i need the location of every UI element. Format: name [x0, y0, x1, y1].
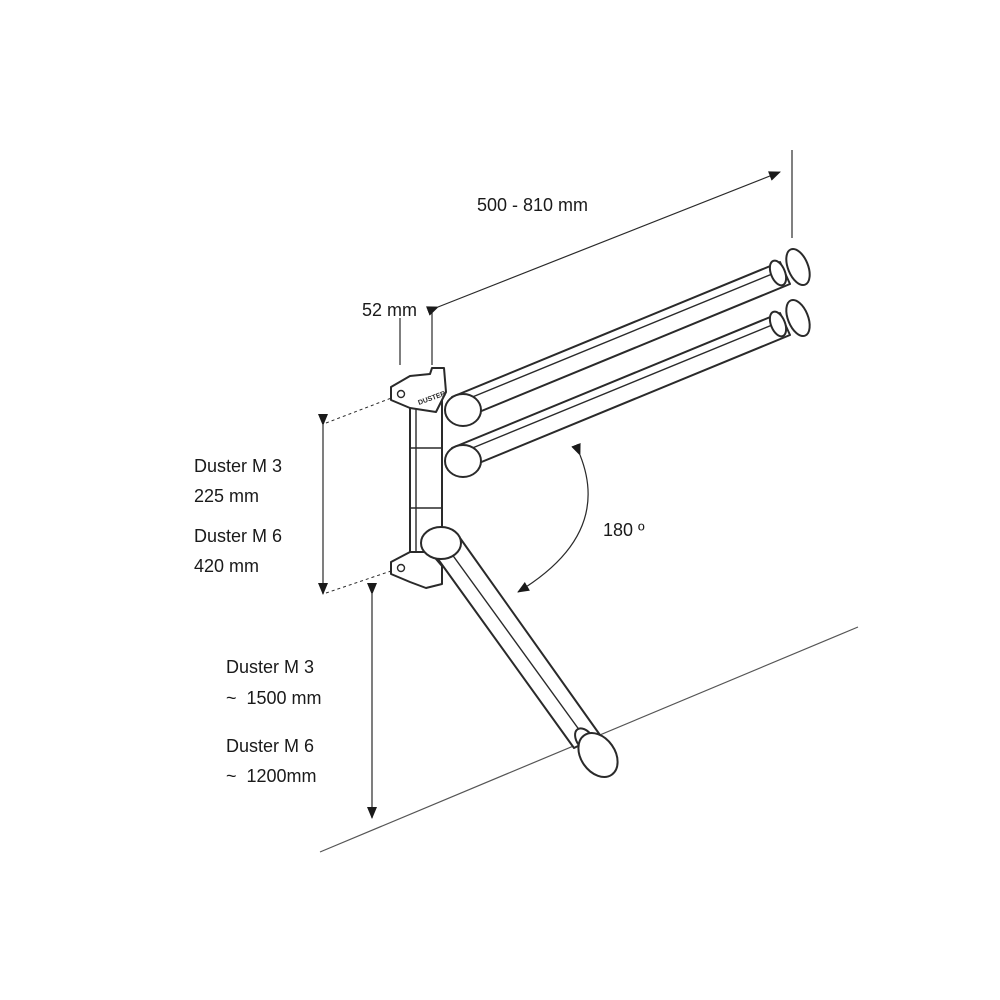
- extension-line-top: [325, 396, 395, 424]
- length-m3-model-label: Duster M 3: [226, 657, 315, 677]
- top-bracket: [390, 367, 447, 413]
- upper-arm: [444, 247, 811, 427]
- extension-line-bottom: [325, 569, 395, 594]
- rotation-label: 180 º: [603, 520, 645, 540]
- length-m6-value-label: ~ 1200mm: [226, 766, 317, 786]
- height-m6-value-label: 420 mm: [194, 556, 260, 576]
- height-m6-model-label: Duster M 6: [194, 526, 283, 546]
- height-m3-value-label: 225 mm: [194, 486, 260, 506]
- rotation-arc: [517, 442, 589, 593]
- width-dimension-line: [425, 171, 781, 316]
- width-range-label: 500 - 810 mm: [477, 195, 589, 215]
- length-m6-model-label: Duster M 6: [226, 736, 315, 756]
- lower-arm: [420, 526, 619, 778]
- length-m3-value-label: ~ 1500 mm: [226, 688, 322, 708]
- height-m3-model-label: Duster M 3: [194, 456, 283, 476]
- middle-arm: [444, 298, 811, 478]
- depth-label: 52 mm: [362, 300, 418, 320]
- bottom-bracket: [390, 551, 443, 589]
